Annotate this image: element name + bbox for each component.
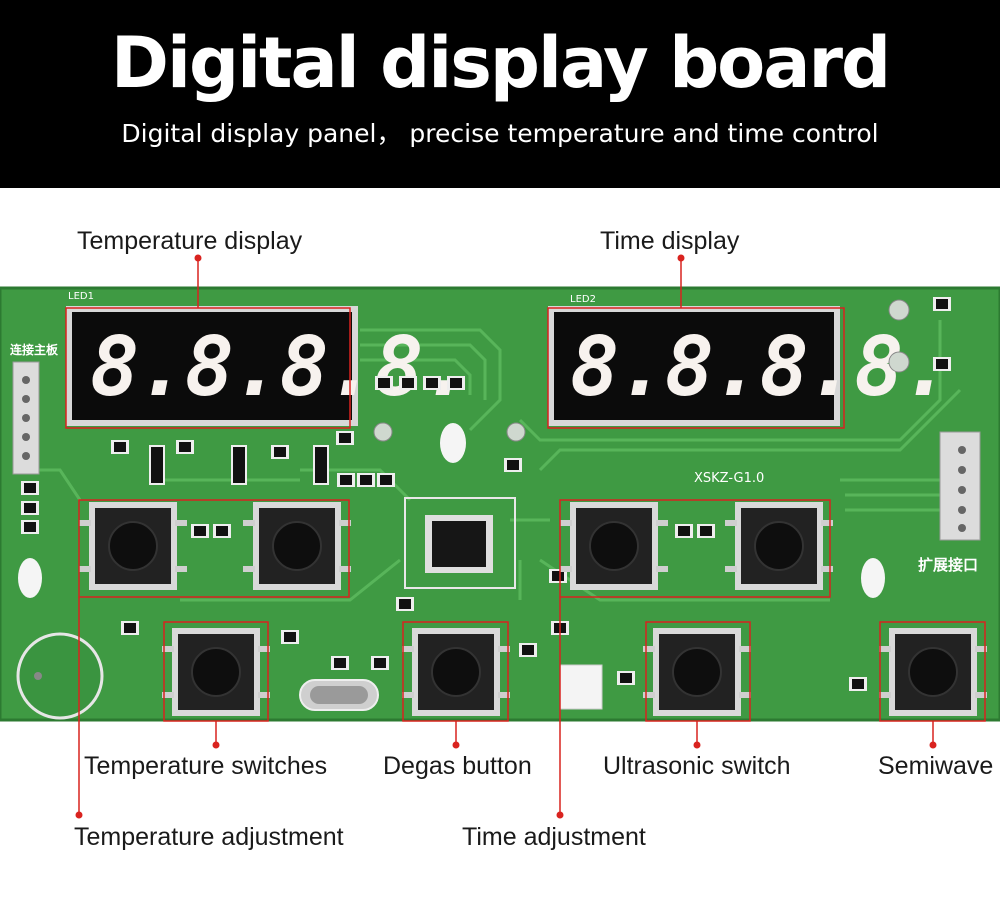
page-subtitle: Digital display panel， precise temperatu… xyxy=(121,119,879,148)
led2-label: LED2 xyxy=(570,294,596,305)
button-k7 xyxy=(724,501,834,591)
page-title: Digital display board xyxy=(110,22,891,104)
time-led-display xyxy=(554,312,834,420)
label-time-display: Time display xyxy=(600,227,740,255)
pcb-traces xyxy=(30,320,962,602)
degas-button xyxy=(401,627,511,717)
button-k3 xyxy=(242,501,352,591)
buzzer xyxy=(16,632,104,720)
mounting-hole xyxy=(861,558,885,598)
ultrasonic-switch-button xyxy=(642,627,752,717)
label-temperature-switches: Temperature switches xyxy=(84,752,328,780)
led-d7 xyxy=(888,299,910,321)
button-k6 xyxy=(559,501,669,591)
main-connector-label: 连接主板 xyxy=(10,342,59,357)
mounting-hole xyxy=(440,423,466,463)
label-temperature-adjustment: Temperature adjustment xyxy=(74,823,344,851)
button-k1 xyxy=(78,501,188,591)
label-time-adjustment: Time adjustment xyxy=(462,823,646,851)
label-degas-button: Degas button xyxy=(383,752,532,780)
led1-label: LED1 xyxy=(68,291,94,302)
label-temperature-display: Temperature display xyxy=(77,227,303,255)
white-connector xyxy=(559,664,603,710)
header-banner: Digital display board Digital display pa… xyxy=(0,0,1000,188)
temperature-digits: 8.8.8.8. xyxy=(90,320,469,415)
callout-leaders xyxy=(78,258,934,815)
board-model-label: XSKZ-G1.0 xyxy=(694,471,764,486)
temperature-switch-button xyxy=(161,627,271,717)
led-d6 xyxy=(888,351,910,373)
time-digits: 8.8.8.8. xyxy=(570,320,949,415)
label-semiwave: Semiwave xyxy=(878,752,994,780)
temperature-led-display xyxy=(72,312,352,420)
semiwave-button xyxy=(878,627,988,717)
mounting-hole xyxy=(18,558,42,598)
label-ultrasonic-switch: Ultrasonic switch xyxy=(603,752,791,780)
expansion-connector-label: 扩展接口 xyxy=(918,556,978,574)
mcu-chip xyxy=(432,521,486,567)
